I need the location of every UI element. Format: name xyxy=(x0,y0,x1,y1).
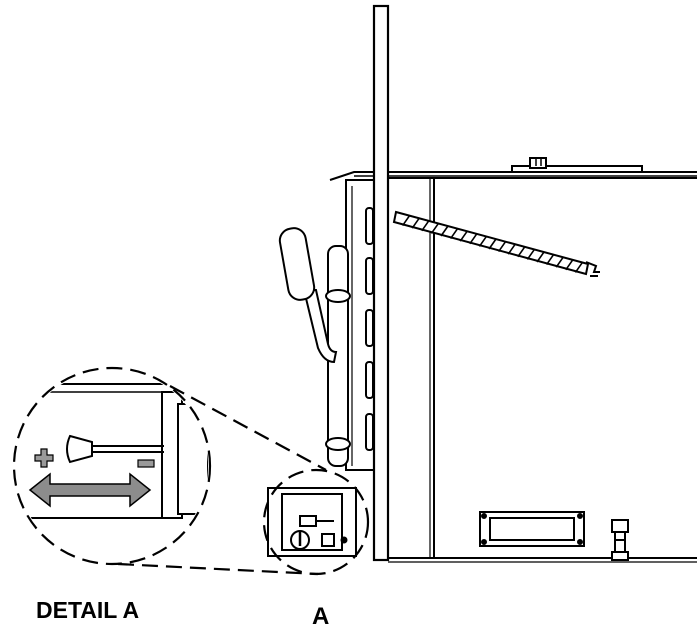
detail-caption: DETAIL A xyxy=(36,597,139,623)
detail-connector xyxy=(12,366,370,576)
spiral-hatch xyxy=(401,215,411,227)
spiral-hatch xyxy=(430,222,440,234)
detail-handle xyxy=(66,434,164,464)
detail-a-circle xyxy=(12,366,212,566)
spiral-hatch xyxy=(411,217,420,229)
spiral-hatch xyxy=(497,241,507,253)
spiral-hatch xyxy=(574,261,584,273)
spiral-hatch xyxy=(469,233,478,245)
spiral-hatch xyxy=(459,230,468,242)
detail-marker-label: A xyxy=(312,603,329,630)
spiral-hatch xyxy=(517,246,526,258)
top-knob xyxy=(529,157,547,169)
control-box xyxy=(267,487,357,557)
spiral-hatch xyxy=(565,259,574,271)
hinge-cylinder xyxy=(325,245,351,467)
spiral-hatch xyxy=(507,243,516,255)
top-fitting xyxy=(511,165,643,173)
spiral-hatch xyxy=(545,254,555,266)
spiral-hatch xyxy=(536,251,545,263)
vertical-pole xyxy=(372,4,390,562)
vent-plate xyxy=(479,511,585,547)
plus-icon xyxy=(34,448,54,468)
spiral-hatch xyxy=(440,225,449,237)
door-panel xyxy=(387,177,435,559)
spiral-hatch xyxy=(526,248,536,260)
spiral-hatch xyxy=(478,235,488,247)
bottom-bolt xyxy=(611,519,629,561)
lever-handle xyxy=(278,227,338,364)
minus-icon xyxy=(137,459,155,468)
spiral-hatch xyxy=(421,220,430,232)
detail-a-contents xyxy=(16,370,208,562)
spiral-rod xyxy=(392,210,600,277)
door-frame xyxy=(345,179,375,471)
machine-body xyxy=(329,157,697,563)
spiral-hatch xyxy=(555,256,564,268)
double-headed-arrow-icon xyxy=(28,472,152,508)
spiral-hatch xyxy=(488,238,497,250)
spiral-hatch xyxy=(449,228,459,240)
